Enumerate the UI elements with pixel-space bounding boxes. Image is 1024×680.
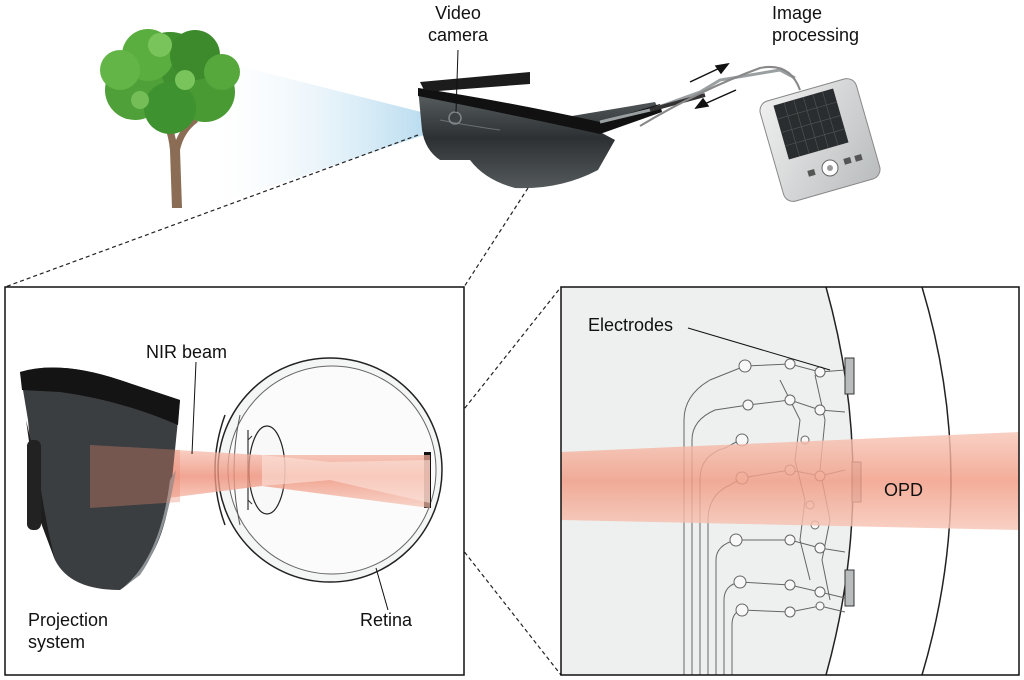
- retina-panel: [561, 287, 1019, 675]
- video-camera-leader: [455, 49, 459, 113]
- opd-label: OPD: [884, 480, 924, 500]
- projection-glasses-icon: [20, 367, 180, 590]
- neuron-cells: [729, 358, 826, 618]
- tree-icon: [100, 29, 240, 208]
- retina-panel-border: [560, 286, 1020, 676]
- light-cone: [215, 60, 445, 205]
- nir-beam-leader: [191, 361, 197, 455]
- glasses-icon: [418, 68, 796, 189]
- retina-label: Retina: [360, 610, 413, 630]
- video-camera-label: Video camera: [427, 3, 489, 45]
- image-processing-label: Image processing: [772, 3, 860, 45]
- eye-panel: [5, 287, 464, 675]
- retina-leader: [375, 567, 389, 611]
- bidirectional-arrows: [689, 62, 737, 110]
- pocket-processor-icon: [759, 78, 881, 202]
- nir-beam-zoomed: [561, 432, 1019, 530]
- nir-beam-label: NIR beam: [146, 342, 228, 362]
- electrodes-leader: [687, 327, 831, 371]
- projection-system-label: Projection system: [28, 610, 109, 652]
- eye-panel-border: [4, 286, 465, 676]
- image-processing-leader: [639, 66, 801, 127]
- electrodes-label: Electrodes: [588, 315, 674, 335]
- nir-beam: [90, 445, 430, 508]
